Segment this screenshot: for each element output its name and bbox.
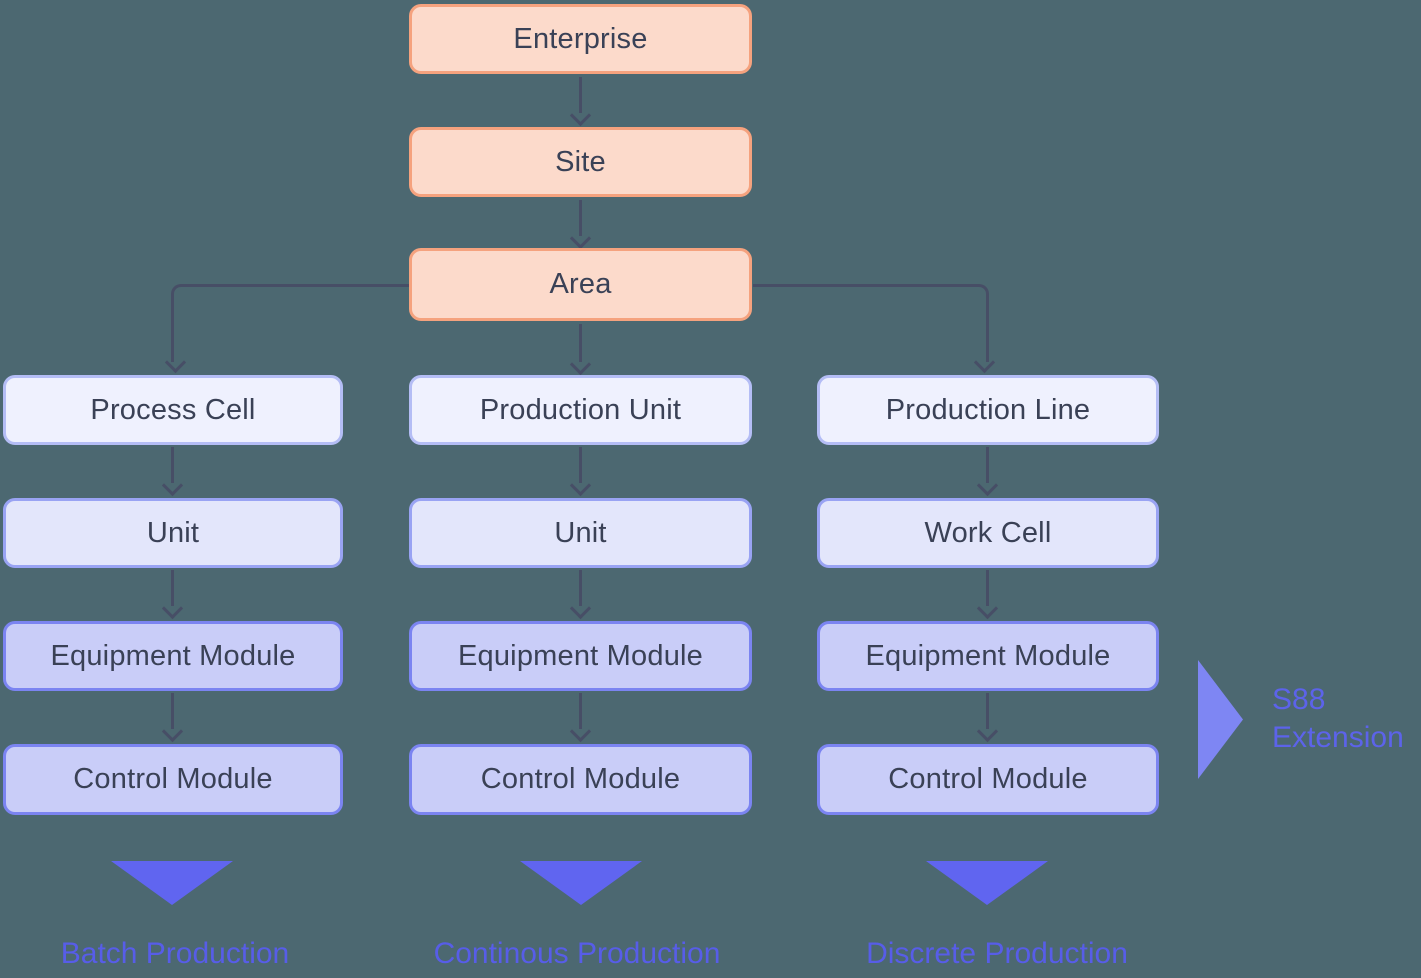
arrow-down-icon (579, 570, 582, 606)
node-production-line: Production Line (817, 375, 1159, 445)
node-unit-continuous: Unit (409, 498, 752, 568)
label-s88-extension: S88 Extension (1272, 681, 1404, 757)
node-control-module-discrete: Control Module (817, 744, 1159, 815)
node-unit-batch-label: Unit (146, 516, 200, 549)
node-process-cell-label: Process Cell (90, 393, 256, 426)
s88-extension-line1: S88 (1272, 683, 1326, 716)
arrow-down-icon (171, 693, 174, 729)
arrow-down-icon (579, 693, 582, 729)
node-enterprise: Enterprise (409, 4, 752, 74)
node-equipment-module-batch: Equipment Module (3, 621, 343, 691)
node-work-cell: Work Cell (817, 498, 1159, 568)
node-process-cell: Process Cell (3, 375, 343, 445)
node-control-module-continuous: Control Module (409, 744, 752, 815)
node-production-unit-label: Production Unit (479, 393, 682, 426)
node-production-line-label: Production Line (885, 393, 1091, 426)
arrow-down-icon (986, 447, 989, 483)
node-site-label: Site (555, 145, 606, 178)
node-production-unit: Production Unit (409, 375, 752, 445)
arrow-down-icon (986, 693, 989, 729)
node-area-label: Area (549, 268, 612, 300)
s88-extension-arrow-icon (1198, 660, 1243, 779)
s88-extension-line2: Extension (1272, 721, 1404, 754)
node-control-module-discrete-label: Control Module (888, 763, 1088, 795)
connector-elbow-left (164, 284, 409, 374)
label-discrete-production: Discrete Production (866, 937, 1128, 970)
node-control-module-batch-label: Control Module (73, 763, 273, 795)
funnel-triangle-icon (111, 861, 233, 905)
arrow-down-icon (171, 570, 174, 606)
node-unit-continuous-label: Unit (554, 516, 607, 549)
node-equipment-module-continuous: Equipment Module (409, 621, 752, 691)
node-unit-batch: Unit (3, 498, 343, 568)
connector-elbow-right (753, 284, 996, 374)
funnel-triangle-icon (520, 861, 642, 905)
node-equipment-module-discrete: Equipment Module (817, 621, 1159, 691)
arrow-down-icon (171, 447, 174, 483)
node-equipment-module-continuous-label: Equipment Module (457, 639, 703, 672)
arrowhead-down-icon (164, 351, 187, 374)
arrow-down-icon (579, 200, 582, 236)
arrow-down-icon (986, 570, 989, 606)
node-area: Area (409, 248, 752, 321)
node-enterprise-label: Enterprise (513, 22, 648, 55)
arrowhead-down-icon (973, 351, 996, 374)
arrow-down-icon (579, 447, 582, 483)
node-site: Site (409, 127, 752, 197)
arrow-down-icon (579, 77, 582, 113)
funnel-triangle-icon (926, 861, 1048, 905)
node-work-cell-label: Work Cell (924, 516, 1052, 549)
arrow-down-icon (579, 324, 582, 362)
node-control-module-continuous-label: Control Module (480, 763, 681, 795)
node-control-module-batch: Control Module (3, 744, 343, 815)
node-equipment-module-batch-label: Equipment Module (50, 639, 296, 672)
node-equipment-module-discrete-label: Equipment Module (865, 639, 1111, 672)
label-batch-production: Batch Production (60, 937, 290, 970)
label-continuous-production: Continous Production (433, 937, 721, 970)
